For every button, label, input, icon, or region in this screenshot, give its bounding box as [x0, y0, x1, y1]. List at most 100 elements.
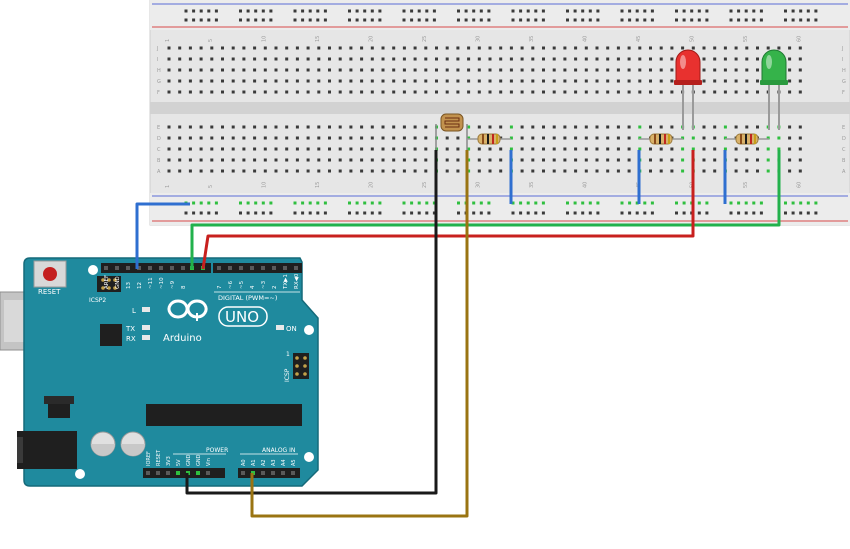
resistor-ldr — [467, 133, 511, 145]
rail-hole — [308, 9, 312, 13]
breadboard-hole — [392, 169, 396, 173]
rail-hole — [410, 9, 414, 13]
breadboard-hole — [542, 68, 545, 72]
rail-hole — [675, 9, 678, 13]
breadboard-hole — [360, 68, 364, 72]
rail-hole — [806, 18, 810, 22]
breadboard-hole — [488, 169, 492, 173]
breadboard-hole — [649, 158, 652, 162]
power-pin-label: RESET — [156, 449, 162, 466]
breadboard-hole — [413, 68, 417, 72]
breadboard-hole — [178, 68, 182, 72]
breadboard-hole — [467, 125, 471, 129]
breadboard-hole — [188, 158, 192, 162]
rail-hole — [410, 201, 414, 205]
header-pin — [176, 471, 180, 475]
breadboard-hole — [477, 90, 481, 94]
breadboard-hole — [681, 147, 685, 151]
breadboard-hole — [445, 68, 449, 72]
column-number: 1 — [165, 185, 171, 188]
breadboard-hole — [531, 68, 535, 72]
breadboard-hole — [445, 136, 449, 140]
breadboard-hole — [595, 46, 599, 50]
breadboard-hole — [766, 158, 770, 162]
breadboard-hole — [231, 125, 235, 129]
breadboard-hole — [199, 46, 203, 50]
rail-hole — [323, 201, 327, 205]
breadboard-hole — [542, 79, 545, 83]
breadboard-hole — [552, 158, 556, 162]
breadboard-hole — [649, 79, 652, 83]
breadboard-hole — [638, 136, 642, 140]
rail-hole — [355, 18, 359, 22]
rail-hole — [301, 9, 305, 13]
breadboard-hole — [509, 79, 513, 83]
breadboard-hole — [563, 46, 567, 50]
breadboard-hole — [606, 90, 610, 94]
rail-hole — [370, 201, 374, 205]
rail-hole — [207, 18, 211, 22]
breadboard-hole — [574, 57, 578, 61]
breadboard-hole — [188, 136, 192, 140]
brand-text: Arduino — [163, 333, 202, 344]
breadboard-hole — [231, 147, 235, 151]
digital-pin-label: ~10 — [159, 277, 165, 289]
breadboard-hole — [606, 147, 610, 151]
breadboard-hole — [552, 68, 556, 72]
breadboard-hole — [285, 79, 289, 83]
breadboard-hole — [306, 136, 310, 140]
breadboard-hole — [188, 79, 192, 83]
breadboard-hole — [702, 46, 706, 50]
breadboard-hole — [488, 147, 492, 151]
breadboard-hole — [702, 158, 706, 162]
rail-hole — [370, 211, 374, 215]
breadboard-hole — [402, 46, 406, 50]
breadboard-hole — [745, 79, 749, 83]
breadboard-hole — [734, 147, 738, 151]
breadboard-hole — [263, 136, 267, 140]
breadboard-hole — [253, 136, 257, 140]
l-led-label: L — [132, 307, 136, 315]
rail-hole — [246, 201, 250, 205]
rail-hole — [697, 9, 701, 13]
breadboard-hole — [766, 46, 770, 50]
rail-hole — [301, 201, 305, 205]
rail-hole — [643, 211, 647, 215]
header-pin — [137, 266, 141, 270]
breadboard-hole — [798, 125, 802, 129]
breadboard-hole — [745, 68, 749, 72]
rail-hole — [308, 211, 312, 215]
icsp-label: ICSP — [284, 368, 291, 382]
breadboard-hole — [199, 136, 203, 140]
rail-hole — [199, 211, 203, 215]
rail-hole — [425, 18, 429, 22]
breadboard-hole — [167, 90, 171, 94]
breadboard-hole — [413, 46, 417, 50]
breadboard-hole — [649, 57, 652, 61]
breadboard-hole — [616, 90, 620, 94]
rail-hole — [541, 9, 545, 13]
rail-hole — [682, 211, 686, 215]
rail-hole — [784, 211, 787, 215]
breadboard-hole — [563, 57, 567, 61]
rail-hole — [402, 9, 406, 13]
rail-hole — [348, 201, 351, 205]
breadboard-hole — [595, 136, 599, 140]
breadboard-hole — [221, 147, 224, 151]
breadboard-hole — [670, 147, 674, 151]
breadboard-hole — [574, 125, 578, 129]
breadboard-hole — [702, 90, 706, 94]
rail-hole — [417, 201, 421, 205]
breadboard-hole — [338, 147, 342, 151]
breadboard-hole — [713, 46, 717, 50]
rail-hole — [752, 18, 756, 22]
breadboard-hole — [424, 57, 428, 61]
breadboard-hole — [659, 169, 663, 173]
rail-hole — [635, 9, 639, 13]
breadboard-hole — [574, 79, 578, 83]
rail-hole — [323, 211, 327, 215]
digital-pin-label: ~9 — [170, 280, 176, 289]
header-pin — [228, 266, 232, 270]
column-number: 30 — [475, 36, 481, 42]
breadboard-hole — [263, 57, 267, 61]
